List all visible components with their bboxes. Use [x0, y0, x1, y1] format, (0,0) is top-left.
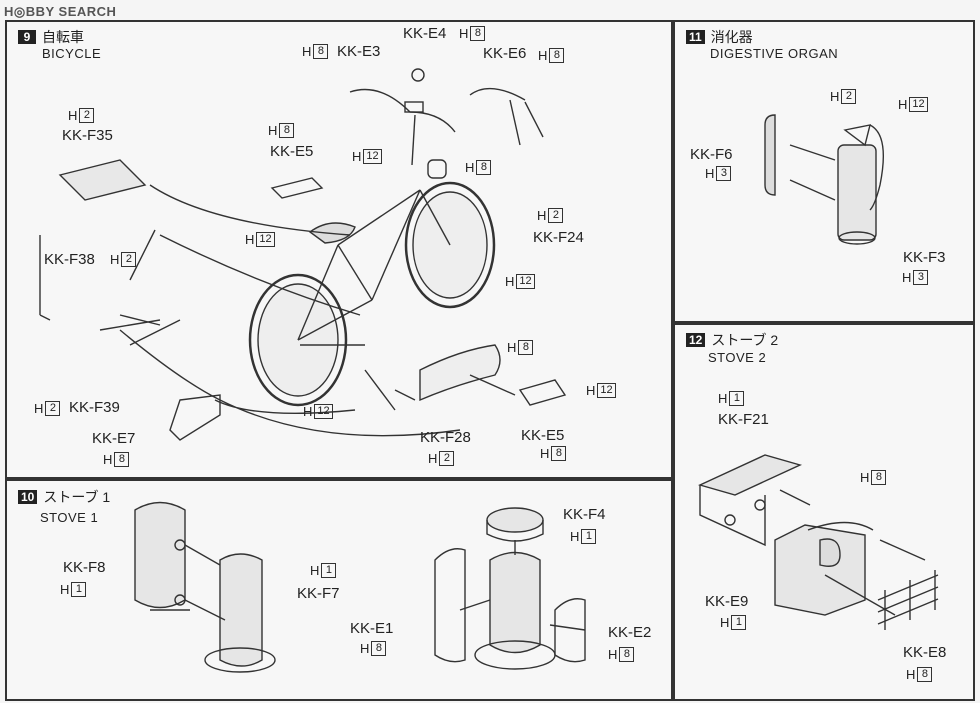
part-label-kk-f38: KK-F38 — [44, 251, 95, 268]
part-label-kk-e6: KK-E6 — [483, 45, 527, 62]
part-label-kk-f4: KK-F4 — [563, 506, 606, 523]
section-title-jp: ストーブ 1 — [43, 489, 111, 505]
part-label-kk-e3: KK-E3 — [337, 43, 381, 60]
watermark: H◎BBY SEARCH — [4, 4, 117, 19]
section-title-en: STOVE 1 — [40, 510, 99, 525]
panel-stove1 — [5, 479, 673, 701]
part-label-kk-e2: KK-E2 — [608, 624, 652, 641]
panel-stove2 — [673, 323, 975, 701]
part-label-kk-e8: KK-E8 — [903, 644, 947, 661]
part-label-kk-f28: KK-F28 — [420, 429, 471, 446]
part-label-kk-e9: KK-E9 — [705, 593, 749, 610]
part-label-kk-e7: KK-E7 — [92, 430, 136, 447]
section-number: 10 — [18, 490, 38, 504]
stove1-drawing — [134, 501, 586, 673]
bicycle-drawing — [39, 68, 567, 441]
section-title-en: STOVE 2 — [708, 350, 767, 365]
part-label-kk-f6: KK-F6 — [690, 146, 733, 163]
part-label-kk-f21: KK-F21 — [718, 411, 769, 428]
part-label-kk-f3: KK-F3 — [903, 249, 946, 266]
section-title-en: DIGESTIVE ORGAN — [710, 46, 839, 61]
section-stove2-header: 12 ストーブ 2 — [686, 333, 778, 347]
part-label-kk-e5: KK-E5 — [270, 143, 314, 160]
section-title-en: BICYCLE — [42, 46, 102, 61]
part-label-kk-e1: KK-E1 — [350, 620, 394, 637]
panel-digestive — [673, 20, 975, 323]
stove2-drawing — [697, 454, 939, 630]
part-label-kk-f24: KK-F24 — [533, 229, 584, 246]
section-title-jp: ストーブ 2 — [711, 332, 779, 348]
section-title-jp: 自転車 — [42, 29, 84, 45]
section-number: 11 — [686, 30, 705, 44]
extinguisher-drawing — [764, 114, 885, 245]
section-number: 12 — [686, 333, 706, 347]
part-label-kk-f39: KK-F39 — [69, 399, 120, 416]
part-label-kk-e4: KK-E4 — [403, 25, 447, 42]
part-label-kk-f7: KK-F7 — [297, 585, 340, 602]
panel-bicycle — [5, 20, 673, 479]
section-digestive-header: 11 消化器 — [686, 30, 753, 44]
section-bicycle-header: 9 自転車 — [18, 30, 84, 44]
part-label-kk-f8: KK-F8 — [63, 559, 106, 576]
section-number: 9 — [18, 30, 36, 44]
section-stove1-header: 10 ストーブ 1 — [18, 490, 110, 504]
part-label-kk-e5: KK-E5 — [521, 427, 565, 444]
section-title-jp: 消化器 — [710, 29, 753, 45]
part-label-kk-f35: KK-F35 — [62, 127, 113, 144]
